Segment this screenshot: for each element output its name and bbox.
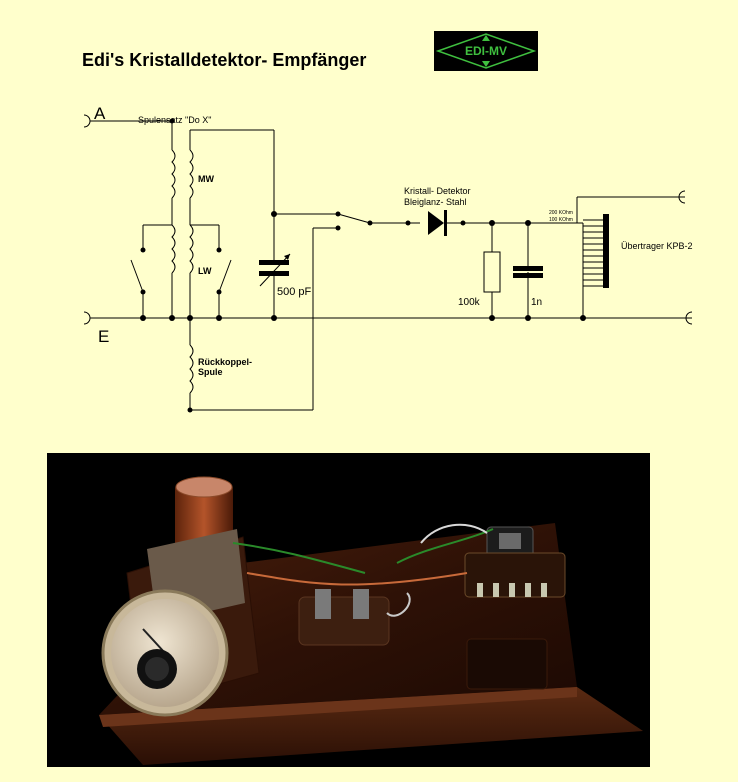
detector-label-1: Kristall- Detektor bbox=[404, 186, 471, 196]
coil-lw-label: LW bbox=[198, 266, 212, 276]
coil-mw-label: MW bbox=[198, 174, 214, 184]
logo-text: EDI-MV bbox=[465, 44, 507, 58]
edi-mv-logo: EDI-MV bbox=[434, 31, 538, 71]
detector-label-2: Bleiglanz- Stahl bbox=[404, 197, 467, 207]
receiver-photo bbox=[47, 453, 650, 767]
fixed-capacitor-label: 1n bbox=[531, 297, 542, 308]
terminal-antenna-label: A bbox=[94, 104, 106, 123]
resistor-label: 100k bbox=[458, 297, 481, 308]
terminal-earth-label: E bbox=[98, 327, 109, 346]
tap-100k-label: 100 KOhm bbox=[549, 217, 573, 223]
feedback-coil-label-1: Rückkoppel- bbox=[198, 357, 252, 367]
variable-capacitor-label: 500 pF bbox=[277, 286, 312, 298]
tap-200k-label: 200 KOhm bbox=[549, 210, 573, 216]
page-title: Edi's Kristalldetektor- Empfänger bbox=[82, 50, 367, 70]
circuit-schematic: A E Spulensatz "Do X" MW LW Rückkoppel- … bbox=[83, 104, 693, 413]
feedback-coil-label-2: Spule bbox=[198, 367, 223, 377]
coil-set-label: Spulensatz "Do X" bbox=[138, 115, 211, 125]
transformer-label: Übertrager KPB-2 bbox=[621, 241, 693, 251]
